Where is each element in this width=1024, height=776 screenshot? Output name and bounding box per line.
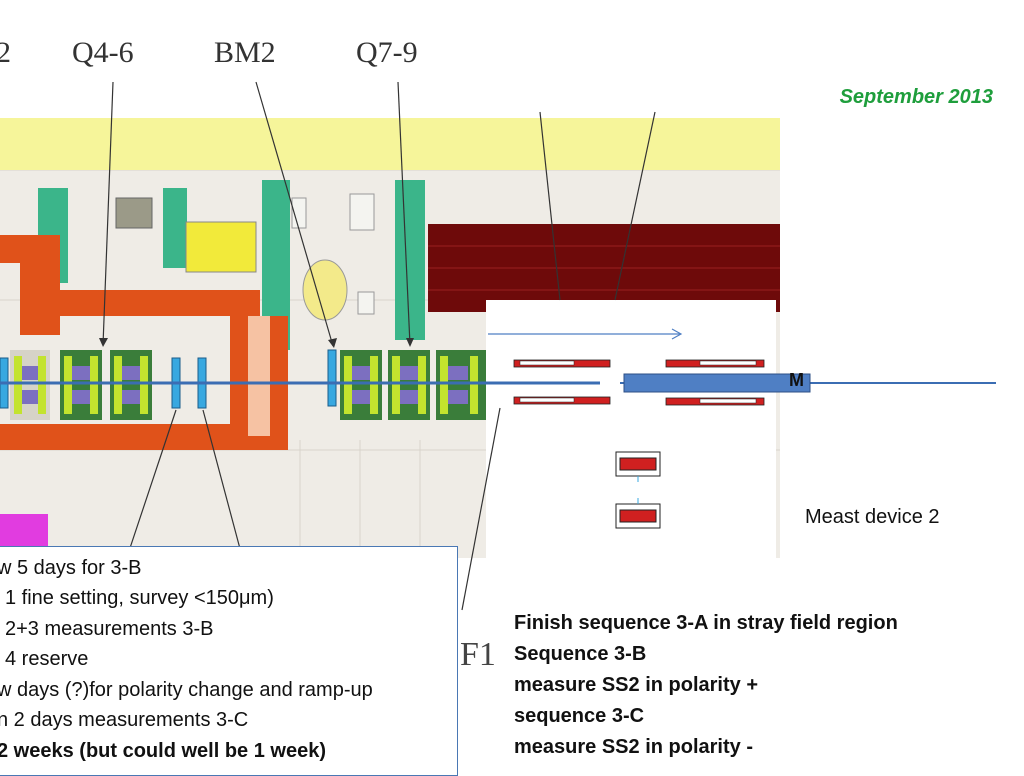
- schedule-notes-box: w 5 days for 3-B 1 fine setting, survey …: [0, 546, 458, 776]
- note-line: n 2 days measurements 3-C: [0, 709, 249, 731]
- sequence-line: Finish sequence 3-A in stray field regio…: [514, 612, 898, 634]
- sequence-line: Sequence 3-B: [514, 643, 647, 665]
- note-line: 2+3 measurements 3-B: [5, 618, 214, 640]
- sequence-line: measure SS2 in polarity +: [514, 674, 758, 696]
- note-line: w days (?)for polarity change and ramp-u…: [0, 679, 373, 701]
- label-f1: F1: [460, 636, 496, 673]
- note-line: 1 fine setting, survey <150μm): [5, 587, 274, 609]
- note-line-total: 2 weeks (but could well be 1 week): [0, 740, 326, 762]
- label-q-left-cut: 2: [0, 36, 11, 69]
- note-line: 4 reserve: [5, 648, 89, 670]
- meast-device-label: Meast device 2: [805, 506, 940, 528]
- label-q7-9: Q7-9: [356, 36, 418, 69]
- sequence-line: sequence 3-C: [514, 705, 645, 727]
- date-label: September 2013: [839, 86, 993, 108]
- label-q4-6: Q4-6: [72, 36, 134, 69]
- magnet-marker-label: M: [789, 370, 804, 390]
- note-line: w 5 days for 3-B: [0, 557, 142, 579]
- label-bm2: BM2: [214, 36, 276, 69]
- sequence-line: measure SS2 in polarity -: [514, 736, 753, 758]
